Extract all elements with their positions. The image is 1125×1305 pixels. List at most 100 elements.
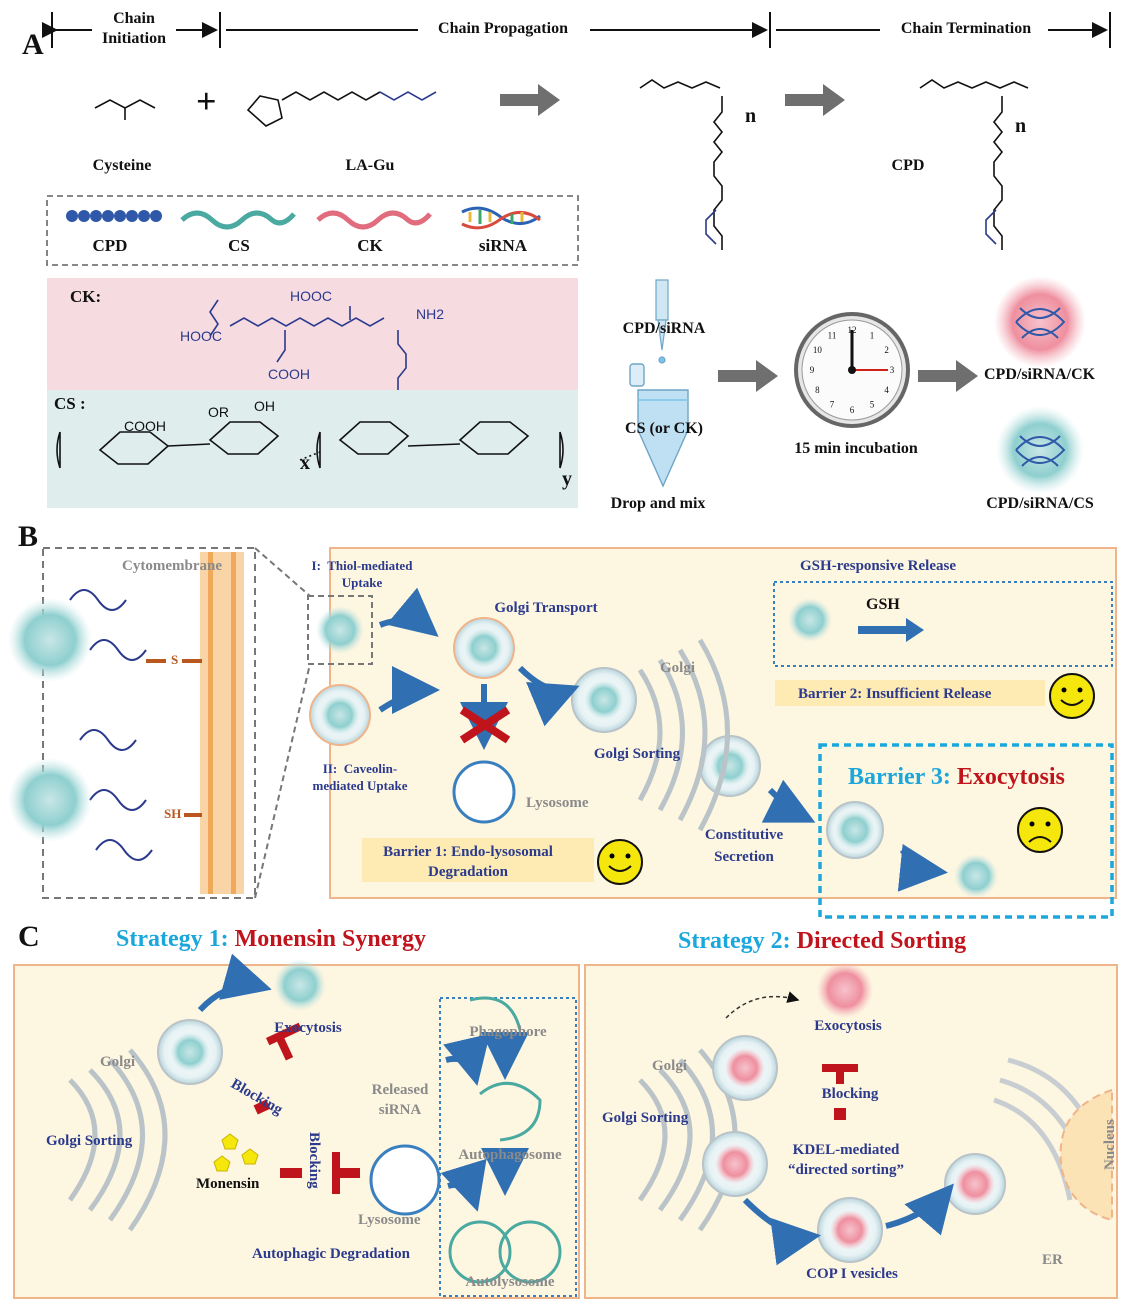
thiol-chains <box>69 589 153 861</box>
golgi-C1 <box>67 1048 168 1232</box>
particle-core-cs <box>1015 435 1066 467</box>
gsh-box <box>773 581 1113 667</box>
legend-ck: CK <box>357 236 383 255</box>
c2-er: ER <box>1042 1252 1063 1268</box>
legend-box <box>46 195 579 266</box>
label-cysteine: Cysteine <box>92 157 152 174</box>
c1-golgi: Golgi <box>100 1054 136 1070</box>
panel-label-c: C <box>18 920 40 953</box>
label-cpd-sirna: CPD/siRNA <box>622 320 706 337</box>
barrier2-highlight <box>775 680 1045 706</box>
cs-wave <box>180 210 296 230</box>
ck-hooc: HOOC <box>180 328 222 344</box>
stage-initiation: Chain Initiation <box>101 10 167 47</box>
strategy-1-name: Monensin Synergy <box>234 926 426 952</box>
nucleus <box>1059 1088 1113 1222</box>
ck-nh2: NH2 <box>416 306 445 322</box>
label-product-cs: CPD/siRNA/CS <box>986 495 1094 512</box>
clock-number: 2 <box>884 345 889 355</box>
ck-cooh: COOH <box>268 366 310 382</box>
panel-label-a: A <box>22 28 44 61</box>
c1-monensin: Monensin <box>196 1176 260 1192</box>
c2-copi: COP I vesicles <box>806 1266 898 1282</box>
dashed-exo-arrow <box>725 991 800 1019</box>
label-cs-ck: CS (or CK) <box>625 420 703 437</box>
stage-propagation: Chain Propagation <box>438 20 568 37</box>
label-uptake-1: I: Thiol-mediated Uptake <box>311 558 413 590</box>
cytomembrane <box>200 552 244 894</box>
c2-golgi-sorting: Golgi Sorting <box>602 1110 689 1126</box>
strategy-2-prefix: Strategy 2: <box>678 928 797 954</box>
tube <box>629 363 689 488</box>
clock <box>794 312 910 428</box>
clock-number: 8 <box>815 385 820 395</box>
c2-golgi: Golgi <box>652 1058 688 1074</box>
ck-box <box>47 278 578 390</box>
clock-number: 6 <box>850 405 855 415</box>
clock-number: 12 <box>848 325 857 335</box>
label-product-ck: CPD/siRNA/CK <box>984 366 1096 383</box>
cs-label: CS : <box>54 394 86 413</box>
c1-released-sirna: Released siRNA <box>371 1082 429 1118</box>
label-cytomembrane: Cytomembrane <box>122 558 222 574</box>
label-drop-mix: Drop and mix <box>610 495 706 512</box>
ck-wave <box>316 210 432 230</box>
legend-glyphs <box>66 206 541 230</box>
label-sh: SH <box>164 806 182 821</box>
c2-nucleus: Nucleus <box>1102 1119 1118 1170</box>
golgi-B <box>637 638 730 832</box>
cs-or: OR <box>208 404 229 420</box>
legend-sirna: siRNA <box>478 236 528 255</box>
block-cross <box>459 706 511 744</box>
uptake-zoom-box <box>307 595 373 665</box>
c2-blocking: Blocking <box>821 1086 879 1102</box>
clock-number: 9 <box>810 365 815 375</box>
label-golgi-sorting-b: Golgi Sorting <box>593 746 681 762</box>
cs-x: x <box>300 452 310 474</box>
autophagy-box <box>439 997 577 1297</box>
strategy-1-prefix: Strategy 1: <box>116 926 235 952</box>
c-block-symbols <box>253 1022 858 1194</box>
panel-label-b: B <box>18 520 39 553</box>
clock-number: 3 <box>890 365 895 375</box>
label-golgi-transport: Golgi Transport <box>494 600 598 616</box>
c1-autolysosome: Autolysosome <box>465 1274 555 1290</box>
barrier1-highlight <box>362 838 594 882</box>
smiley-2 <box>1049 673 1095 719</box>
clock-number: 4 <box>884 385 889 395</box>
np-left-2 <box>8 758 92 842</box>
repeat-n-2: n <box>1015 115 1027 137</box>
gsh-arrow <box>858 618 924 642</box>
cs-structure <box>56 421 564 469</box>
cs-oh: OH <box>254 398 275 414</box>
particle-core-ck <box>1015 307 1066 339</box>
ck-structure <box>209 299 407 390</box>
zoom-line-2 <box>254 663 311 899</box>
c2-exocytosis: Exocytosis <box>814 1018 882 1034</box>
particle-ck <box>994 276 1086 368</box>
np-left-1 <box>8 598 92 682</box>
repeat-n-1: n <box>745 105 757 127</box>
clock-number: 11 <box>828 330 837 340</box>
label-incubation: 15 min incubation <box>794 440 918 457</box>
label-barrier-2: Barrier 2: Insufficient Release <box>798 686 992 702</box>
sirna-helix <box>461 206 541 230</box>
chem-structures <box>94 79 1029 250</box>
c1-autophagosome: Autophagosome <box>458 1147 562 1163</box>
legend-cs: CS <box>228 236 250 255</box>
label-gsh: GSH <box>866 596 900 613</box>
clock-number: 10 <box>813 345 823 355</box>
c1-lysosome: Lysosome <box>358 1212 421 1228</box>
c1-blocking-2: Blocking <box>306 1132 322 1189</box>
clock-number: 7 <box>830 400 835 410</box>
strategy-2-title: Strategy 2: Directed Sorting <box>678 928 966 955</box>
ck-hooc-2: HOOC <box>290 288 332 304</box>
c1-autophagic: Autophagic Degradation <box>252 1246 410 1262</box>
barrier-3-word: Exocytosis <box>956 764 1065 790</box>
label-lagu: LA-Gu <box>345 157 395 174</box>
label-golgi-b: Golgi <box>660 660 696 676</box>
label-barrier-1: Barrier 1: Endo-lysosomal Degradation <box>383 844 553 880</box>
cpd-beads <box>66 210 162 222</box>
